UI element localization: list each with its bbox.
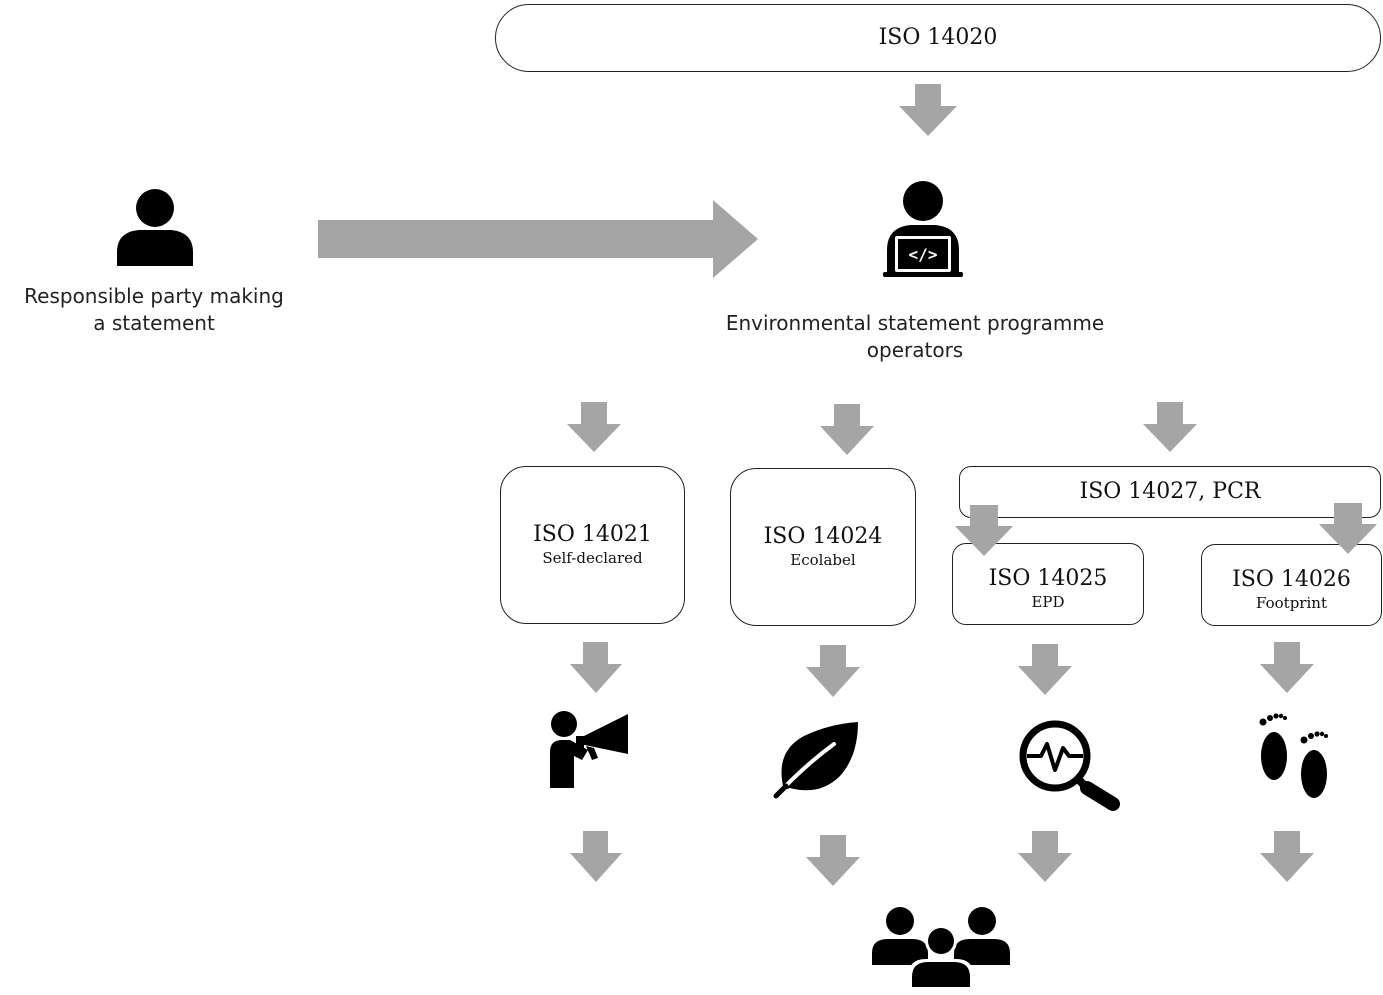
iso-14027-box: ISO 14027, PCR: [959, 466, 1381, 518]
iso-14026-subtitle: Footprint: [1256, 594, 1327, 612]
iso-14021-box: ISO 14021 Self-declared: [500, 466, 685, 624]
iso-14020-banner: ISO 14020: [495, 4, 1381, 72]
down-arrow-14025-mid: [1018, 644, 1072, 695]
iso-14020-title: ISO 14020: [878, 25, 998, 50]
iso-14024-title: ISO 14024: [763, 524, 883, 549]
person-icon: [117, 189, 193, 266]
down-arrow-14026-overlay: [1319, 503, 1377, 554]
footprints-icon: [1259, 713, 1328, 798]
programmer-laptop-icon: </>: [883, 181, 963, 277]
iso-14026-box: ISO 14026 Footprint: [1201, 544, 1382, 626]
programme-operators-label: Environmental statement programme operat…: [695, 310, 1135, 364]
down-arrow-14021-mid: [570, 642, 622, 693]
down-arrow-14021-bottom: [570, 831, 622, 882]
iso-14024-subtitle: Ecolabel: [790, 551, 856, 569]
magnifier-pulse-icon: [1019, 720, 1120, 811]
down-arrow-14021-top: [567, 402, 621, 452]
iso-14027-title: ISO 14027, PCR: [1079, 479, 1261, 504]
responsible-party-line2: a statement: [93, 311, 215, 335]
down-arrow-14026-bottom: [1260, 831, 1314, 882]
big-right-arrow: [318, 200, 758, 278]
down-arrow-14025-overlay: [955, 505, 1013, 556]
programme-operators-line2: operators: [866, 338, 964, 362]
iso-14024-box: ISO 14024 Ecolabel: [730, 468, 916, 626]
responsible-party-line1: Responsible party making: [24, 284, 284, 308]
down-arrow-14027-top: [1143, 402, 1197, 452]
responsible-party-label: Responsible party making a statement: [4, 283, 304, 337]
down-arrow-14024-mid: [806, 645, 860, 697]
down-arrow-14024-top: [820, 404, 874, 455]
iso-14021-title: ISO 14021: [533, 522, 652, 547]
group-people-icon: [872, 907, 1010, 987]
iso-14025-box: ISO 14025 EPD: [952, 543, 1144, 625]
down-arrow-14026-mid: [1260, 642, 1314, 693]
leaf-icon: [773, 722, 858, 799]
programme-operators-line1: Environmental statement programme: [725, 311, 1105, 335]
megaphone-person-icon: [550, 711, 628, 788]
iso-14025-title: ISO 14025: [988, 566, 1108, 591]
down-arrow-under-banner: [899, 84, 957, 136]
iso-14021-subtitle: Self-declared: [542, 549, 643, 567]
down-arrow-14024-bottom: [806, 835, 860, 886]
down-arrow-14025-bottom: [1018, 831, 1072, 882]
iso-14026-title: ISO 14026: [1232, 567, 1351, 592]
laptop-code-text: </>: [909, 245, 938, 264]
iso-14025-subtitle: EPD: [1031, 593, 1065, 611]
